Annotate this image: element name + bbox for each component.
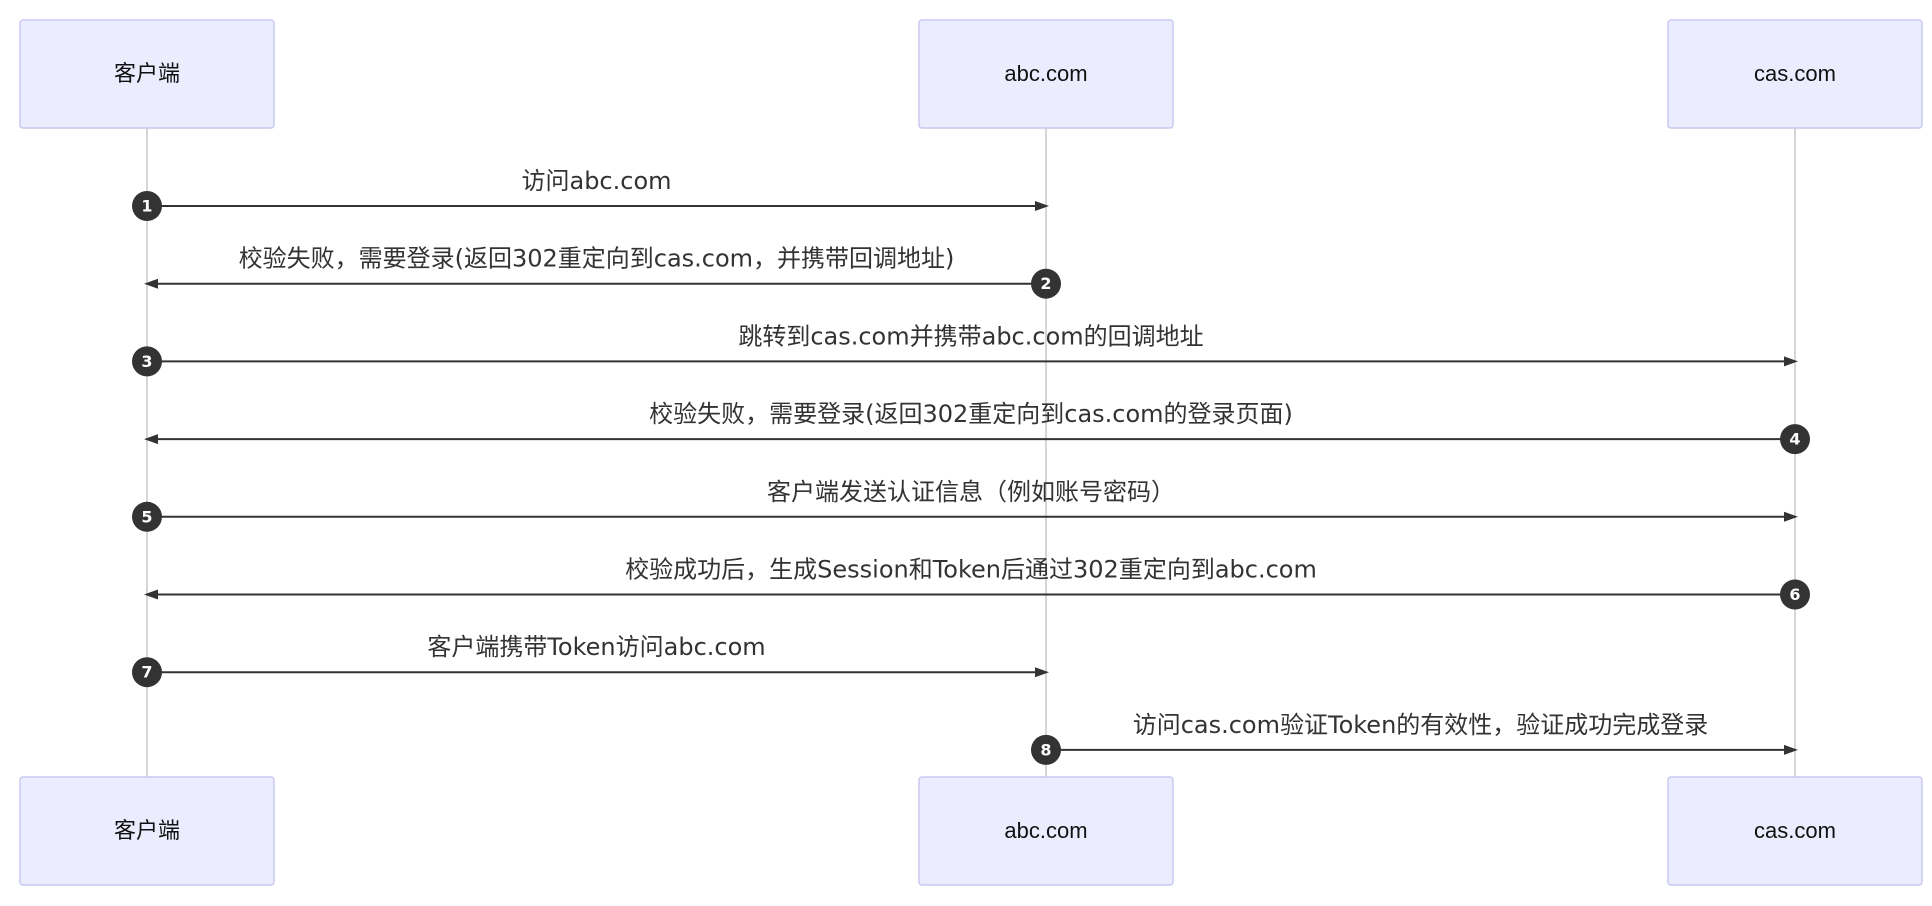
actor-label: abc.com: [1004, 61, 1087, 86]
actor-label: abc.com: [1004, 818, 1087, 843]
sequence-number: 4: [1789, 430, 1800, 449]
message-label: 客户端携带Token访问abc.com: [427, 633, 765, 661]
sequence-badge: [132, 346, 162, 377]
actor-top-client: 客户端: [19, 19, 275, 129]
sequence-badge: [1780, 424, 1810, 455]
actor-box: [19, 776, 275, 886]
sequence-number: 3: [141, 352, 152, 371]
message-7: 客户端携带Token访问abc.com 7: [132, 633, 1049, 688]
actor-box: [1667, 19, 1923, 129]
sequence-number: 8: [1040, 740, 1051, 759]
message-6: 校验成功后，生成Session和Token后通过302重定向到abc.com 6: [144, 556, 1810, 610]
sequence-badge: [1780, 579, 1810, 610]
sequence-badge: [132, 501, 162, 532]
actor-bottom-abc: abc.com: [918, 776, 1174, 886]
actor-top-cas: cas.com: [1667, 19, 1923, 129]
actor-bottom-client: 客户端: [19, 776, 275, 886]
arrowhead: [1784, 511, 1798, 522]
actor-label: cas.com: [1754, 61, 1836, 86]
message-label: 校验成功后，生成Session和Token后通过302重定向到abc.com: [625, 556, 1317, 584]
actor-label: 客户端: [114, 61, 180, 86]
actor-box: [1667, 776, 1923, 886]
sequence-number: 7: [141, 663, 152, 682]
message-label: 访问cas.com验证Token的有效性，验证成功完成登录: [1133, 711, 1709, 739]
message-label: 校验失败，需要登录(返回302重定向到cas.com的登录页面): [649, 400, 1293, 428]
arrowhead: [144, 278, 158, 289]
arrowhead: [1035, 201, 1049, 211]
arrowhead: [144, 434, 158, 445]
arrowhead: [1784, 356, 1798, 367]
message-1: 访问abc.com 1: [132, 167, 1049, 221]
sequence-number: 2: [1040, 274, 1051, 293]
arrowhead: [144, 589, 158, 600]
arrowhead: [1035, 667, 1049, 678]
message-label: 客户端发送认证信息（例如账号密码）: [767, 478, 1175, 506]
actor-label: cas.com: [1754, 818, 1836, 843]
sequence-badge: [1031, 734, 1061, 765]
message-5: 客户端发送认证信息（例如账号密码） 5: [132, 478, 1798, 532]
sequence-number: 1: [141, 197, 152, 216]
sequence-number: 5: [141, 507, 152, 526]
actor-box: [918, 19, 1174, 129]
sequence-number: 6: [1789, 585, 1800, 604]
actor-bottom-cas: cas.com: [1667, 776, 1923, 886]
actor-label: 客户端: [114, 818, 180, 843]
actor-box: [19, 19, 275, 129]
sequence-badge: [1031, 268, 1061, 299]
message-label: 跳转到cas.com并携带abc.com的回调地址: [738, 322, 1203, 350]
actor-top-abc: abc.com: [918, 19, 1174, 129]
message-3: 跳转到cas.com并携带abc.com的回调地址 3: [132, 322, 1798, 377]
sequence-badge: [132, 191, 162, 221]
message-2: 校验失败，需要登录(返回302重定向到cas.com，并携带回调地址) 2: [144, 245, 1061, 299]
message-8: 访问cas.com验证Token的有效性，验证成功完成登录 8: [1031, 711, 1798, 765]
sequence-badge: [132, 657, 162, 688]
message-label: 访问abc.com: [521, 167, 671, 195]
message-4: 校验失败，需要登录(返回302重定向到cas.com的登录页面) 4: [144, 400, 1810, 455]
arrowhead: [1784, 744, 1798, 755]
actor-box: [918, 776, 1174, 886]
message-label: 校验失败，需要登录(返回302重定向到cas.com，并携带回调地址): [239, 245, 955, 273]
